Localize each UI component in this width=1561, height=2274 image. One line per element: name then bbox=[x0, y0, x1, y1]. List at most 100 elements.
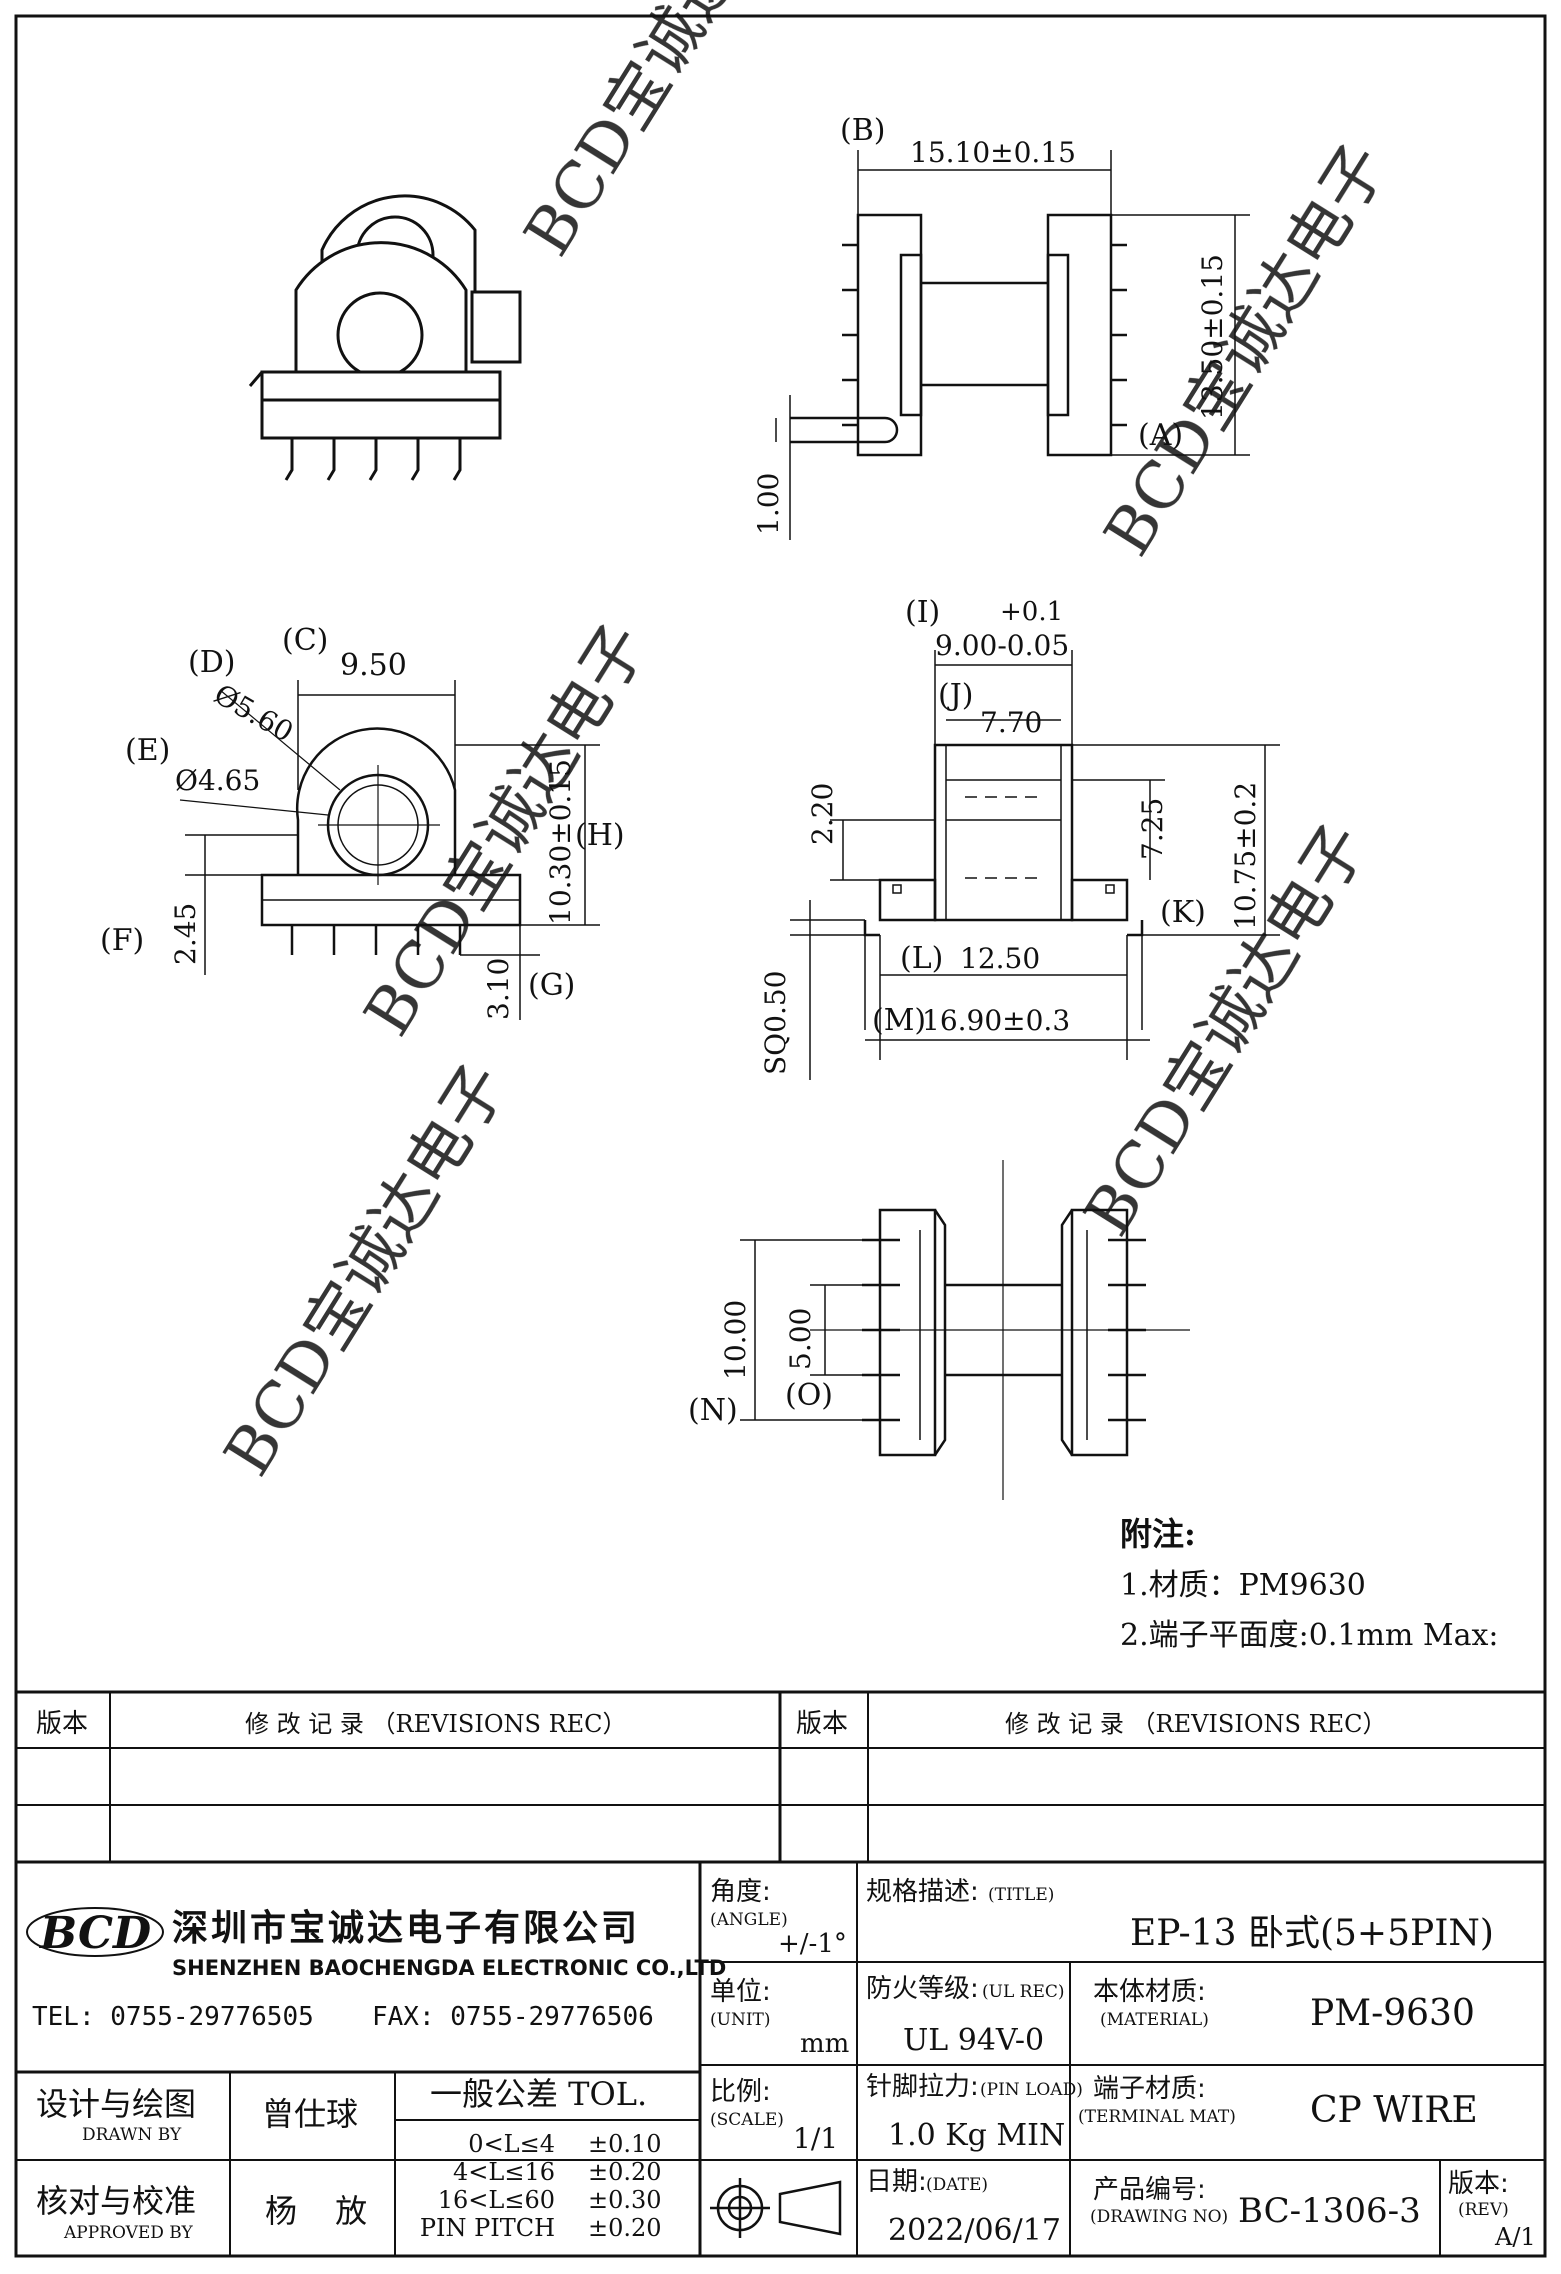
rev-col-record-right: 修 改 记 录 （REVISIONS REC） bbox=[1005, 1710, 1387, 1738]
dim-width: 15.10±0.15 bbox=[910, 136, 1076, 169]
notes: 附注: 1.材质：PM9630 2.端子平面度:0.1mm Max: bbox=[1120, 1515, 1499, 1653]
dim-h: 10.30±0.15 bbox=[544, 759, 577, 925]
scale-label-en: (SCALE) bbox=[710, 2110, 784, 2130]
tolerance-range: 0<L≤4 bbox=[468, 2130, 555, 2158]
angle-value: +/-1° bbox=[778, 1929, 847, 1959]
rev-col-version-left: 版本 bbox=[36, 1709, 88, 1739]
rev-col-version-right: 版本 bbox=[796, 1709, 848, 1739]
title-label-en: (TITLE) bbox=[988, 1885, 1054, 1905]
label-b: (B) bbox=[840, 113, 885, 148]
watermark-text: BCD宝诚达电子 bbox=[1071, 812, 1382, 1249]
dim-i: 9.00-0.05 bbox=[935, 629, 1069, 662]
material-value: PM-9630 bbox=[1310, 1993, 1475, 2034]
watermark-text: BCD宝诚达电子 bbox=[1091, 132, 1402, 569]
dim-sq: SQ0.50 bbox=[759, 971, 792, 1075]
drawing-no-value: BC-1306-3 bbox=[1238, 2191, 1421, 2231]
pinload-value: 1.0 Kg MIN bbox=[888, 2118, 1065, 2153]
rev-col-record-left: 修 改 记 录 （REVISIONS REC） bbox=[245, 1710, 627, 1738]
tolerance-range: 4<L≤16 bbox=[453, 2158, 555, 2186]
dim-o: 5.00 bbox=[784, 1308, 817, 1370]
tolerance-range: 16<L≤60 bbox=[438, 2186, 555, 2214]
dim-g: 3.10 bbox=[482, 958, 515, 1020]
dim-220: 2.20 bbox=[806, 783, 839, 845]
side-view bbox=[179, 680, 600, 1020]
dim-height: 13.50±0.15 bbox=[1196, 254, 1229, 420]
label-f: (F) bbox=[100, 923, 144, 958]
watermark-text: BCD宝诚达电子 bbox=[511, 0, 822, 268]
ul-label-en: (UL REC) bbox=[982, 1982, 1065, 2002]
notes-heading: 附注: bbox=[1120, 1515, 1196, 1553]
tolerance-value: ±0.20 bbox=[588, 2158, 662, 2186]
drawing-no-label: 产品编号: bbox=[1093, 2175, 1206, 2205]
drawn-label: 设计与绘图 bbox=[36, 2085, 196, 2123]
dim-c: 9.50 bbox=[340, 648, 407, 683]
label-h: (H) bbox=[575, 818, 625, 853]
dim-m: 16.90±0.3 bbox=[922, 1004, 1070, 1037]
company-tel: TEL: 0755-29776505 bbox=[32, 2002, 314, 2032]
tolerance-value: ±0.30 bbox=[588, 2186, 662, 2214]
label-g: (G) bbox=[528, 968, 575, 1003]
rev-label: 版本: bbox=[1448, 2169, 1509, 2199]
label-o: (O) bbox=[785, 1378, 833, 1413]
label-j: (J) bbox=[938, 678, 973, 713]
notes-line-2: 2.端子平面度:0.1mm Max: bbox=[1120, 1618, 1499, 1653]
label-k: (K) bbox=[1160, 895, 1206, 930]
label-a: (A) bbox=[1138, 418, 1183, 453]
material-label-en: (MATERIAL) bbox=[1100, 2010, 1209, 2030]
drawing-no-label-en: (DRAWING NO) bbox=[1090, 2207, 1228, 2227]
unit-value: mm bbox=[800, 2029, 849, 2059]
label-e: (E) bbox=[125, 733, 170, 768]
angle-label-en: (ANGLE) bbox=[710, 1910, 788, 1930]
ul-label: 防火等级: bbox=[866, 1974, 979, 2004]
rev-label-en: (REV) bbox=[1458, 2200, 1509, 2220]
logo-text: BCD bbox=[38, 1908, 151, 1959]
company-fax: FAX: 0755-29776506 bbox=[372, 2002, 654, 2032]
unit-label-en: (UNIT) bbox=[710, 2010, 771, 2030]
dim-j: 7.70 bbox=[980, 706, 1042, 739]
dim-i-tol: +0.1 bbox=[1000, 597, 1063, 627]
dim-n: 10.00 bbox=[719, 1300, 752, 1380]
unit-label: 单位: bbox=[710, 1977, 771, 2007]
isometric-view bbox=[248, 194, 522, 481]
dim-f: 2.45 bbox=[169, 903, 202, 965]
terminal-label: 端子材质: bbox=[1093, 2074, 1206, 2104]
title-value: EP-13 卧式(5+5PIN) bbox=[1130, 1913, 1494, 1954]
company-name-cn: 深圳市宝诚达电子有限公司 bbox=[172, 1908, 640, 1949]
drawn-value: 曾仕球 bbox=[262, 2095, 358, 2133]
terminal-value: CP WIRE bbox=[1310, 2090, 1478, 2131]
dim-pin: 1.00 bbox=[752, 473, 785, 535]
approved-label-en: APPROVED BY bbox=[63, 2223, 194, 2243]
label-m: (M) bbox=[872, 1003, 926, 1038]
projection-symbol-icon bbox=[710, 2178, 842, 2238]
pinload-label-en: (PIN LOAD) bbox=[980, 2080, 1083, 2100]
tolerance-title: 一般公差 TOL. bbox=[430, 2075, 647, 2113]
scale-value: 1/1 bbox=[793, 2122, 838, 2155]
tolerance-value: ±0.20 bbox=[588, 2214, 662, 2242]
dim-e: Ø4.65 bbox=[175, 764, 260, 797]
label-i: (I) bbox=[905, 595, 940, 630]
label-d: (D) bbox=[188, 645, 235, 680]
bottom-view bbox=[740, 1160, 1190, 1500]
dim-d: Ø5.60 bbox=[209, 677, 299, 748]
company-logo: BCD bbox=[26, 1907, 164, 1959]
ul-value: UL 94V-0 bbox=[903, 2023, 1044, 2058]
rev-value: A/1 bbox=[1494, 2223, 1536, 2251]
company-name-en: SHENZHEN BAOCHENGDA ELECTRONIC CO.,LTD bbox=[172, 1956, 726, 1980]
tolerance-value: ±0.10 bbox=[588, 2130, 662, 2158]
date-value: 2022/06/17 bbox=[888, 2213, 1061, 2248]
label-c: (C) bbox=[282, 623, 328, 658]
label-n: (N) bbox=[688, 1393, 738, 1428]
top-view bbox=[775, 150, 1250, 540]
drawn-label-en: DRAWN BY bbox=[82, 2125, 182, 2145]
label-l: (L) bbox=[900, 941, 943, 976]
date-label-en: (DATE) bbox=[926, 2175, 988, 2195]
dim-l: 12.50 bbox=[960, 942, 1040, 975]
material-label: 本体材质: bbox=[1093, 1977, 1206, 2007]
dim-725: 7.25 bbox=[1136, 798, 1169, 860]
title-block-grid bbox=[16, 1862, 1545, 2256]
terminal-label-en: (TERMINAL MAT) bbox=[1078, 2107, 1236, 2127]
angle-label: 角度: bbox=[710, 1877, 771, 1907]
notes-line-1: 1.材质：PM9630 bbox=[1120, 1568, 1366, 1603]
scale-label: 比例: bbox=[710, 2077, 771, 2107]
